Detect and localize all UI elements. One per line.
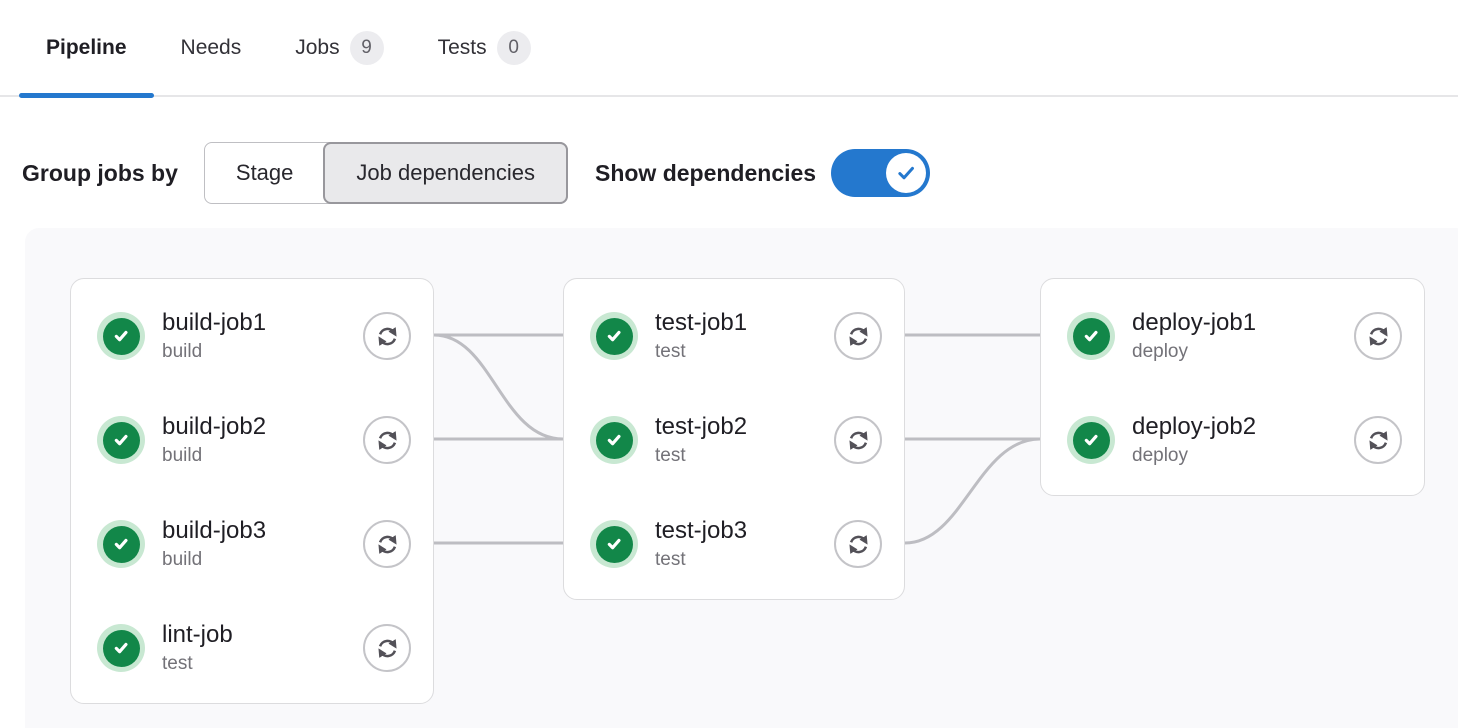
status-success-icon (590, 312, 638, 360)
job-meta: deploy-job1 deploy (1132, 309, 1354, 364)
tab-count-badge: 0 (496, 30, 531, 65)
retry-job-button[interactable] (1354, 416, 1402, 464)
job-item[interactable]: deploy-job1 deploy (1041, 284, 1424, 388)
retry-icon (377, 534, 397, 554)
check-icon (1072, 317, 1110, 355)
segment-job-dependencies[interactable]: Job dependencies (323, 142, 568, 204)
retry-job-button[interactable] (834, 416, 882, 464)
retry-icon (377, 430, 397, 450)
check-icon (595, 525, 633, 563)
status-success-icon (97, 624, 145, 672)
status-success-icon (590, 520, 638, 568)
tab-label: Tests (437, 36, 487, 59)
tab-label: Needs (180, 36, 242, 59)
job-name: lint-job (162, 620, 233, 648)
job-stage: build (162, 548, 203, 570)
job-name: deploy-job1 (1132, 308, 1257, 336)
tab-label: Pipeline (46, 36, 127, 59)
job-group-card: deploy-job1 deploy deploy-job2 deploy (1040, 278, 1425, 496)
job-meta: lint-job test (162, 621, 363, 676)
dependency-link (433, 333, 564, 441)
tab-label: Jobs (295, 36, 340, 59)
job-name: test-job1 (655, 308, 748, 336)
status-success-icon (97, 520, 145, 568)
retry-job-button[interactable] (363, 416, 411, 464)
job-meta: test-job3 test (655, 517, 834, 572)
job-item[interactable]: build-job3 build (71, 492, 433, 596)
check-icon (102, 629, 140, 667)
check-icon (1072, 421, 1110, 459)
job-meta: deploy-job2 deploy (1132, 413, 1354, 468)
group-jobs-by-label: Group jobs by (22, 159, 178, 186)
check-icon (595, 317, 633, 355)
job-meta: build-job3 build (162, 517, 363, 572)
status-success-icon (1067, 312, 1115, 360)
pipeline-tabs: Pipeline Needs Jobs 9 Tests 0 (0, 0, 1458, 98)
tab-tests[interactable]: Tests 0 (411, 0, 558, 95)
status-success-icon (97, 312, 145, 360)
job-meta: test-job2 test (655, 413, 834, 468)
check-icon (102, 317, 140, 355)
job-item[interactable]: build-job1 build (71, 284, 433, 388)
job-item[interactable]: test-job2 test (564, 388, 904, 492)
job-stage: deploy (1132, 444, 1188, 466)
tab-pipeline[interactable]: Pipeline (19, 0, 154, 98)
retry-icon (377, 638, 397, 658)
check-icon (102, 525, 140, 563)
retry-job-button[interactable] (363, 624, 411, 672)
job-item[interactable]: deploy-job2 deploy (1041, 388, 1424, 492)
tab-count-badge: 9 (349, 30, 384, 65)
retry-icon (848, 534, 868, 554)
retry-job-button[interactable] (1354, 312, 1402, 360)
retry-job-button[interactable] (363, 520, 411, 568)
job-stage: test (655, 444, 686, 466)
dependency-link (904, 437, 1041, 545)
retry-icon (848, 430, 868, 450)
retry-icon (1368, 430, 1388, 450)
retry-icon (1368, 326, 1388, 346)
tab-jobs[interactable]: Jobs 9 (268, 0, 410, 95)
job-stage: test (655, 548, 686, 570)
check-icon (595, 421, 633, 459)
status-success-icon (590, 416, 638, 464)
show-dependencies-label: Show dependencies (594, 159, 817, 186)
retry-icon (848, 326, 868, 346)
job-name: deploy-job2 (1132, 412, 1257, 440)
status-success-icon (97, 416, 145, 464)
retry-job-button[interactable] (834, 520, 882, 568)
job-meta: test-job1 test (655, 309, 834, 364)
retry-icon (377, 326, 397, 346)
job-item[interactable]: test-job3 test (564, 492, 904, 596)
job-name: test-job2 (655, 412, 748, 440)
job-stage: build (162, 340, 203, 362)
check-icon (102, 421, 140, 459)
retry-job-button[interactable] (834, 312, 882, 360)
job-item[interactable]: test-job1 test (564, 284, 904, 388)
job-item[interactable]: lint-job test (71, 596, 433, 700)
retry-job-button[interactable] (363, 312, 411, 360)
job-stage: deploy (1132, 340, 1188, 362)
job-stage: test (655, 340, 686, 362)
status-success-icon (1067, 416, 1115, 464)
check-icon (898, 166, 915, 180)
job-group-card: test-job1 test test-job2 test test-job3 test (563, 278, 905, 600)
job-meta: build-job1 build (162, 309, 363, 364)
job-stage: test (162, 652, 193, 674)
show-dependencies-toggle[interactable] (831, 149, 931, 197)
job-name: build-job3 (162, 516, 267, 544)
tab-needs[interactable]: Needs (154, 0, 269, 95)
job-meta: build-job2 build (162, 413, 363, 468)
segment-stage[interactable]: Stage (204, 143, 325, 203)
job-name: build-job2 (162, 412, 267, 440)
job-item[interactable]: build-job2 build (71, 388, 433, 492)
toggle-knob (886, 153, 927, 193)
job-stage: build (162, 444, 203, 466)
job-name: test-job3 (655, 516, 748, 544)
job-name: build-job1 (162, 308, 267, 336)
